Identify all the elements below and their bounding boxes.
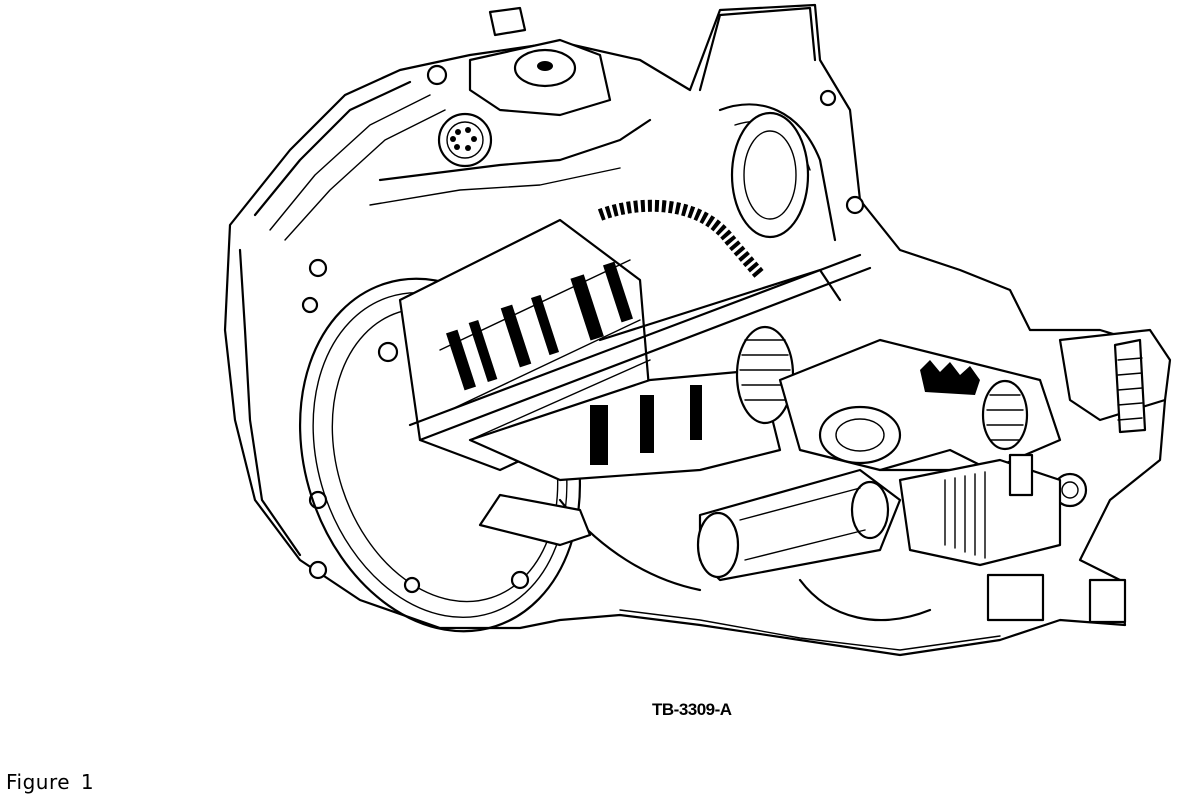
valve-body-cover [369, 6, 652, 206]
planetary-gearset [468, 325, 795, 482]
drive-chain [597, 199, 765, 279]
oil-pan [478, 493, 1001, 651]
solenoid-cylinder [696, 448, 992, 582]
differential [778, 338, 1062, 472]
output-shaft [1052, 328, 1172, 508]
figure-caption: Figure 1 [6, 770, 95, 794]
valve-body-block [898, 453, 1127, 624]
main-shaft [408, 253, 872, 442]
transmission-case [223, 3, 1167, 657]
chain-cover [698, 6, 865, 242]
front-cover-ring [298, 277, 582, 633]
figure-reference-code: TB-3309-A [652, 700, 732, 719]
